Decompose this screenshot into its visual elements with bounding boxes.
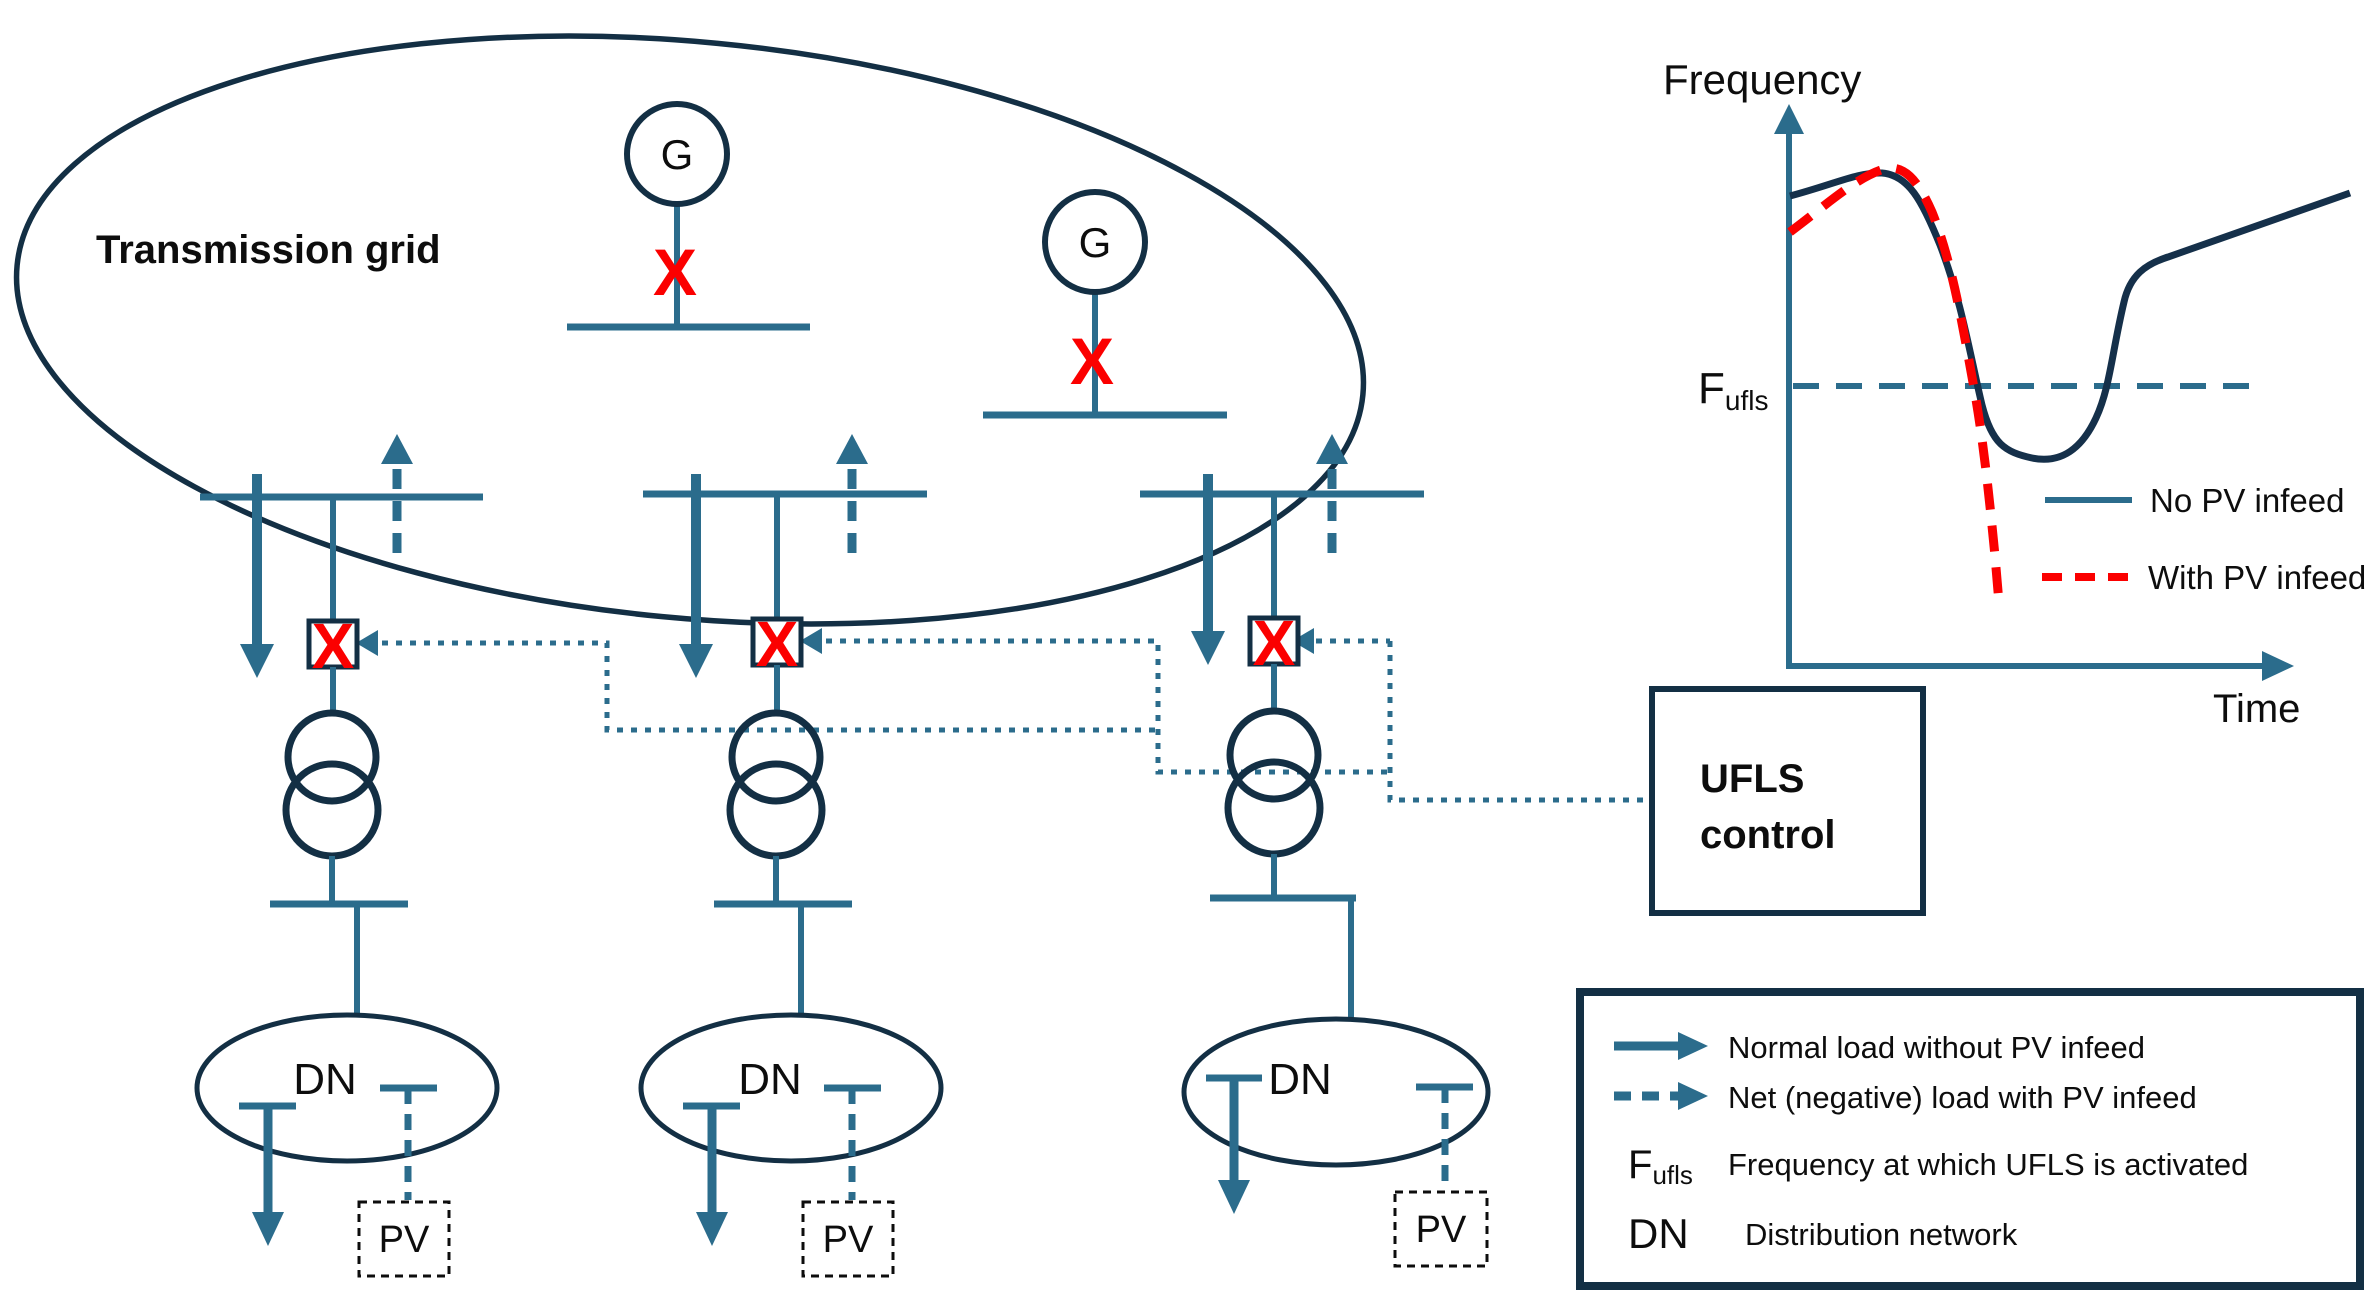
feeder-1-transformer-bottom	[282, 760, 382, 860]
ufls-control-rect	[1649, 686, 1926, 916]
feeder-3: X DN PV	[1140, 434, 1491, 1268]
ufls-signal-lines	[368, 638, 1652, 803]
legend-box: Normal load without PV infeed Net (negat…	[1576, 988, 2364, 1290]
ufls-signal-feeder1	[368, 640, 1158, 733]
legend-row2-text: Net (negative) load with PV infeed	[1728, 1080, 2197, 1115]
chart-legend: No PV infeed With PV infeed	[2042, 482, 2366, 596]
feeder-1-pv-box	[357, 1200, 451, 1278]
ufls-control-box: UFLS control	[1649, 686, 1926, 916]
legend-row1-text: Normal load without PV infeed	[1728, 1030, 2145, 1065]
chart-threshold-main: F	[1698, 364, 1725, 413]
generator-1: G X	[567, 101, 810, 331]
ufls-signal-feeder2	[812, 638, 1390, 775]
feeder-1-transformer-top	[284, 709, 380, 805]
chart-legend-no-pv-label: No PV infeed	[2150, 482, 2344, 519]
ufls-control-line2: control	[1700, 813, 1836, 857]
feeder-2-transformer-bottom	[726, 760, 826, 860]
feeder-2-netload-arrowhead-icon	[836, 434, 868, 464]
feeder-3-pv-box	[1393, 1190, 1489, 1268]
legend-solid-arrowhead-icon	[1678, 1032, 1708, 1060]
feeder-3-transformer-top	[1226, 707, 1322, 803]
feeder-2-dn-load-arrowhead-icon	[696, 1212, 728, 1246]
feeder-3-load-arrowhead-icon	[1191, 631, 1225, 665]
feeder-3-dn-label: DN	[1268, 1055, 1332, 1104]
signal-arrowhead-1-icon	[356, 630, 378, 656]
feeder-3-dn-ellipse	[1181, 1016, 1491, 1168]
legend-box-rect	[1576, 988, 2364, 1290]
feeder-3-dn-load-arrowhead-icon	[1218, 1180, 1250, 1214]
legend-fufls-symbol: Fufls	[1628, 1143, 1693, 1190]
signal-arrowhead-2-icon	[800, 628, 822, 654]
legend-dashed-arrowhead-icon	[1678, 1082, 1708, 1110]
signal-arrowhead-3-icon	[1292, 628, 1314, 654]
feeder-1: X DN PV	[194, 434, 500, 1278]
generator-2-circle	[1042, 189, 1148, 295]
generator-1-circle	[624, 101, 730, 207]
generator-2-fault-x-icon: X	[1070, 324, 1114, 398]
feeder-1-netload-arrowhead-icon	[381, 434, 413, 464]
legend-fufls-main: F	[1628, 1143, 1652, 1187]
feeder-3-breaker	[1247, 615, 1301, 667]
chart-y-axis-arrowhead-icon	[1774, 104, 1804, 134]
chart-y-axis-label: Frequency	[1663, 56, 1861, 103]
legend-fufls-sub: ufls	[1652, 1160, 1692, 1190]
feeder-1-dn-load-arrowhead-icon	[252, 1212, 284, 1246]
chart-threshold-sub: ufls	[1725, 385, 1769, 416]
generator-2-label: G	[1079, 219, 1112, 266]
frequency-chart: Frequency Time Fufls No PV infeed With P…	[1663, 56, 2366, 731]
feeder-1-pv-label: PV	[379, 1219, 430, 1261]
feeder-1-load-arrowhead-icon	[240, 644, 274, 678]
transmission-grid-ellipse	[13, 33, 1367, 627]
chart-curve-with-pv	[1787, 163, 2004, 604]
legend-row4-text: Distribution network	[1745, 1217, 2018, 1252]
chart-x-axis-arrowhead-icon	[2262, 651, 2294, 681]
legend-dn-symbol: DN	[1628, 1210, 1689, 1257]
ufls-signal-trunk	[1387, 641, 1652, 803]
generator-1-fault-x-icon: X	[653, 235, 697, 309]
chart-legend-with-pv-label: With PV infeed	[2148, 559, 2366, 596]
feeder-2-pv-label: PV	[823, 1219, 874, 1261]
feeder-1-dn-label: DN	[293, 1055, 357, 1104]
feeder-2: X DN PV	[638, 434, 944, 1278]
ufls-control-line1: UFLS	[1700, 757, 1804, 801]
feeder-2-load-arrowhead-icon	[679, 644, 713, 678]
feeder-3-netload-arrowhead-icon	[1316, 434, 1348, 464]
legend-row3-text: Frequency at which UFLS is activated	[1728, 1147, 2248, 1182]
feeder-2-transformer-top	[728, 709, 824, 805]
generator-1-label: G	[661, 131, 694, 178]
feeder-3-transformer-bottom	[1224, 758, 1324, 858]
chart-x-axis-title: Time	[2213, 687, 2300, 731]
feeder-2-dn-label: DN	[738, 1055, 802, 1104]
feeder-2-pv-box	[801, 1200, 895, 1278]
feeder-3-pv-label: PV	[1416, 1209, 1467, 1251]
generator-2: G X	[983, 189, 1227, 419]
chart-curve-no-pv	[1789, 169, 2352, 463]
chart-threshold-label: Fufls	[1698, 364, 1768, 416]
transmission-grid-label: Transmission grid	[96, 228, 441, 272]
